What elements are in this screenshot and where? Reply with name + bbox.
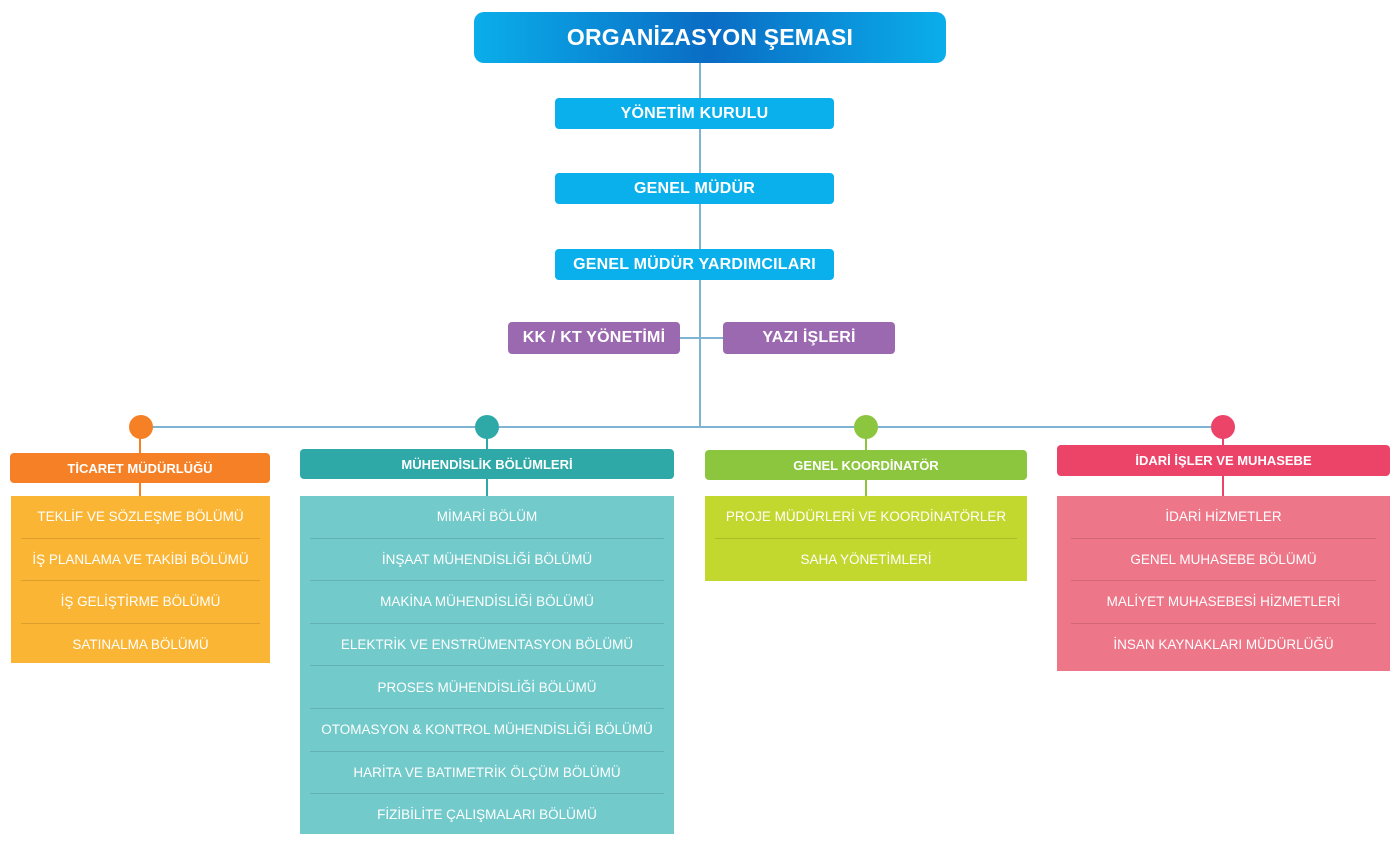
list-item: FİZİBİLİTE ÇALIŞMALARI BÖLÜMÜ bbox=[377, 807, 597, 823]
list-item: ELEKTRİK VE ENSTRÜMENTASYON BÖLÜMÜ bbox=[310, 624, 664, 667]
dept-box-engineering: MİMARİ BÖLÜM İNŞAAT MÜHENDİSLİĞİ BÖLÜMÜ … bbox=[300, 496, 674, 834]
dept-header-general-coordinator: GENEL KOORDİNATÖR bbox=[705, 450, 1027, 480]
qc-qa-management-node: KK / KT YÖNETİMİ bbox=[508, 322, 680, 354]
dept-box-general-coordinator: PROJE MÜDÜRLERİ VE KOORDİNATÖRLER SAHA Y… bbox=[705, 496, 1027, 581]
dept-header-engineering: MÜHENDİSLİK BÖLÜMLERİ bbox=[300, 449, 674, 479]
list-item: TEKLİF VE SÖZLEŞME BÖLÜMÜ bbox=[21, 496, 260, 539]
list-item: SATINALMA BÖLÜMÜ bbox=[72, 637, 209, 653]
list-item: MAKİNA MÜHENDİSLİĞİ BÖLÜMÜ bbox=[310, 581, 664, 624]
board-of-directors-node: YÖNETİM KURULU bbox=[555, 98, 834, 129]
dept-header-admin-accounting: İDARİ İŞLER VE MUHASEBE bbox=[1057, 445, 1390, 476]
dept-box-trade: TEKLİF VE SÖZLEŞME BÖLÜMÜ İŞ PLANLAMA VE… bbox=[11, 496, 270, 663]
list-item: SAHA YÖNETİMLERİ bbox=[800, 551, 932, 567]
assistant-general-managers-node: GENEL MÜDÜR YARDIMCILARI bbox=[555, 249, 834, 280]
list-item: İNSAN KAYNAKLARI MÜDÜRLÜĞÜ bbox=[1113, 637, 1334, 653]
editorial-node: YAZI İŞLERİ bbox=[723, 322, 895, 354]
list-item: PROJE MÜDÜRLERİ VE KOORDİNATÖRLER bbox=[715, 496, 1017, 539]
list-item: MALİYET MUHASEBESİ HİZMETLERİ bbox=[1071, 581, 1376, 624]
dept-node-dot bbox=[854, 415, 878, 439]
dept-node-dot bbox=[1211, 415, 1235, 439]
list-item: İŞ GELİŞTİRME BÖLÜMÜ bbox=[21, 581, 260, 624]
general-manager-node: GENEL MÜDÜR bbox=[555, 173, 834, 204]
list-item: HARİTA VE BATIMETRİK ÖLÇÜM BÖLÜMÜ bbox=[310, 752, 664, 795]
side-units-line bbox=[680, 337, 724, 339]
dept-header-trade: TİCARET MÜDÜRLÜĞÜ bbox=[10, 453, 270, 483]
department-bus-line bbox=[140, 426, 1223, 428]
list-item: İDARİ HİZMETLER bbox=[1071, 496, 1376, 539]
list-item: MİMARİ BÖLÜM bbox=[310, 496, 664, 539]
list-item: GENEL MUHASEBE BÖLÜMÜ bbox=[1071, 539, 1376, 582]
list-item: PROSES MÜHENDİSLİĞİ BÖLÜMÜ bbox=[310, 666, 664, 709]
list-item: İNŞAAT MÜHENDİSLİĞİ BÖLÜMÜ bbox=[310, 539, 664, 582]
list-item: İŞ PLANLAMA VE TAKİBİ BÖLÜMÜ bbox=[21, 539, 260, 582]
main-trunk-line bbox=[699, 60, 701, 427]
list-item: OTOMASYON & KONTROL MÜHENDİSLİĞİ BÖLÜMÜ bbox=[310, 709, 664, 752]
dept-node-dot bbox=[475, 415, 499, 439]
dept-box-admin-accounting: İDARİ HİZMETLER GENEL MUHASEBE BÖLÜMÜ MA… bbox=[1057, 496, 1390, 671]
chart-title: ORGANİZASYON ŞEMASI bbox=[474, 12, 946, 63]
dept-node-dot bbox=[129, 415, 153, 439]
